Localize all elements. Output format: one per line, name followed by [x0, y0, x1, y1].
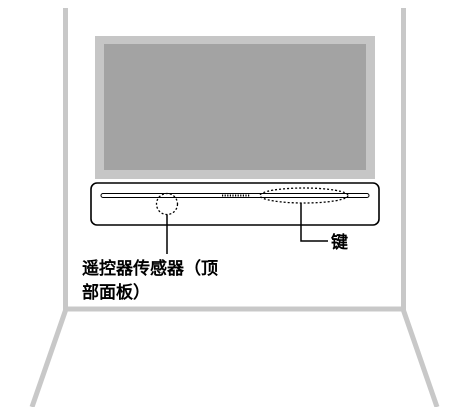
soundbar-body: [90, 182, 380, 226]
buttons-label: 键: [331, 233, 348, 253]
right-floor-corner-line: [400, 308, 440, 407]
left-floor-corner-line: [29, 308, 69, 407]
television: [95, 36, 375, 179]
remote-sensor-label-line2: 部面板）: [82, 283, 150, 303]
buttons-area-marker: [259, 187, 349, 204]
buttons-callout-line: [300, 203, 328, 242]
tv-screen: [104, 44, 366, 170]
soundbar: [90, 182, 380, 226]
room-walls: [29, 8, 440, 407]
callouts: [166, 203, 328, 254]
remote-sensor-label-line1: 遥控器传感器（顶: [82, 259, 218, 279]
